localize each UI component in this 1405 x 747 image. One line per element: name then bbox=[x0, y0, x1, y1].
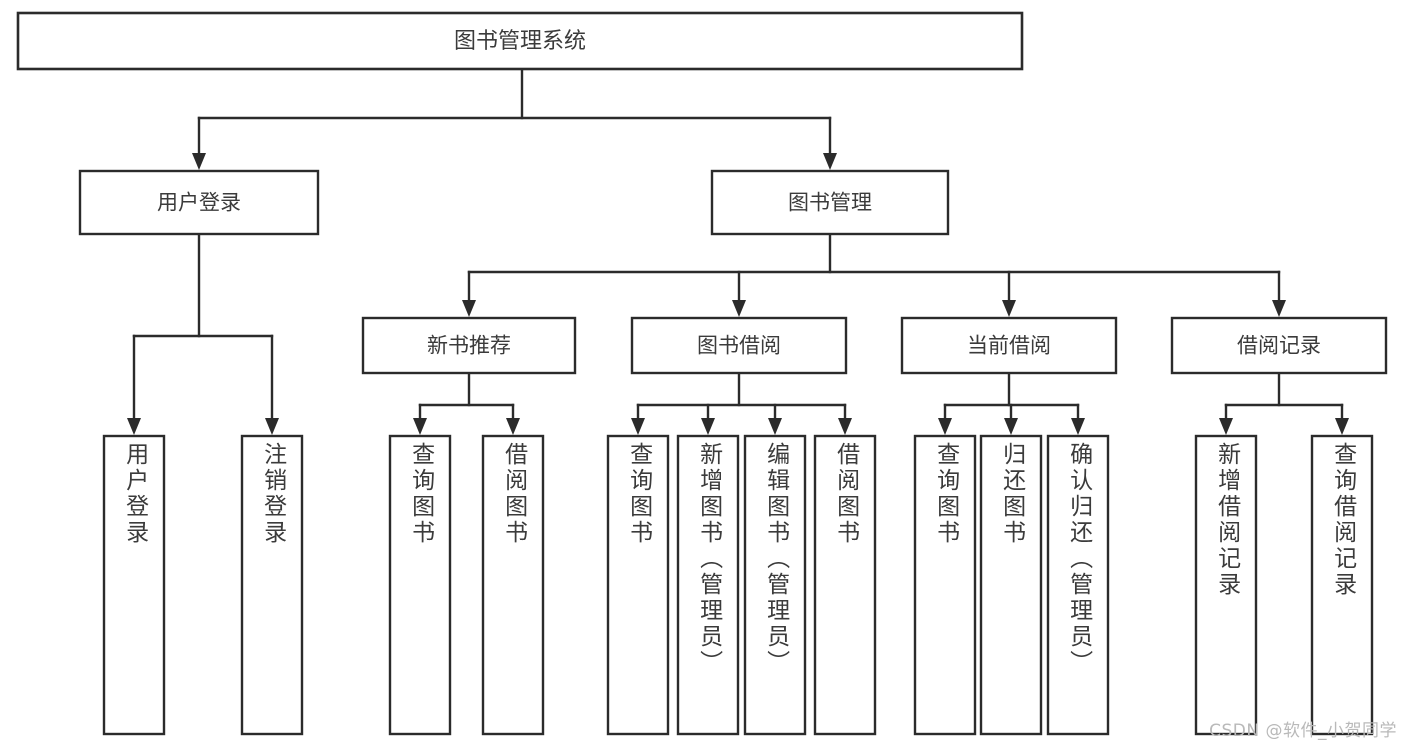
arrow-head-leaf-2-2 bbox=[768, 418, 782, 435]
arrow-head-level1-0 bbox=[192, 153, 206, 170]
level1-node-0[interactable] bbox=[78, 169, 320, 236]
level2-node-0[interactable] bbox=[361, 316, 577, 375]
leaf-node-0[interactable] bbox=[102, 434, 166, 736]
arrow-head-leaf-4-0 bbox=[1219, 418, 1233, 435]
root-node-book-system[interactable] bbox=[16, 11, 1024, 71]
leaf-node-3[interactable] bbox=[481, 434, 545, 736]
arrow-head-leaf-3-0 bbox=[938, 418, 952, 435]
level2-node-2[interactable] bbox=[900, 316, 1118, 375]
leaf-node-4[interactable] bbox=[606, 434, 670, 736]
level2-node-1-label: 图书借阅 bbox=[697, 334, 781, 358]
arrow-head-leaf-2-1 bbox=[701, 418, 715, 435]
arrow-head-leaf-0-0 bbox=[127, 418, 141, 435]
leaf-node-11[interactable] bbox=[1194, 434, 1258, 736]
leaf-node-9[interactable] bbox=[979, 434, 1043, 736]
level2-node-0-label: 新书推荐 bbox=[427, 334, 511, 358]
leaf-node-8[interactable] bbox=[913, 434, 977, 736]
level2-node-1[interactable] bbox=[630, 316, 848, 375]
arrow-head-leaf-4-1 bbox=[1335, 418, 1349, 435]
arrow-head-leaf-3-1 bbox=[1004, 418, 1018, 435]
arrow-head-leaf-2-0 bbox=[631, 418, 645, 435]
leaf-node-6[interactable] bbox=[743, 434, 807, 736]
level2-node-3[interactable] bbox=[1170, 316, 1388, 375]
arrow-head-level1-1 bbox=[823, 153, 837, 170]
connector-layer bbox=[127, 67, 1349, 435]
leaf-node-10[interactable] bbox=[1046, 434, 1110, 736]
arrow-head-leaf-2-3 bbox=[838, 418, 852, 435]
level2-node-3-label: 借阅记录 bbox=[1237, 334, 1321, 358]
level1-node-1[interactable] bbox=[710, 169, 950, 236]
arrow-head-leaf-1-1 bbox=[506, 418, 520, 435]
leaf-node-12[interactable] bbox=[1310, 434, 1374, 736]
arrow-head-level2-3 bbox=[1272, 300, 1286, 317]
level1-node-1-label: 图书管理 bbox=[788, 191, 872, 215]
leaf-node-2[interactable] bbox=[388, 434, 452, 736]
arrow-head-leaf-1-0 bbox=[413, 418, 427, 435]
root-node-book-system-label: 图书管理系统 bbox=[454, 29, 586, 54]
leaf-node-1[interactable] bbox=[240, 434, 304, 736]
level1-node-0-label: 用户登录 bbox=[157, 191, 241, 215]
box-layer bbox=[16, 11, 1388, 736]
arrow-head-leaf-0-1 bbox=[265, 418, 279, 435]
leaf-node-7[interactable] bbox=[813, 434, 877, 736]
arrow-head-level2-0 bbox=[462, 300, 476, 317]
arrow-head-level2-2 bbox=[1002, 300, 1016, 317]
level2-node-2-label: 当前借阅 bbox=[967, 334, 1051, 358]
watermark-text: CSDN @软件_小贺同学 bbox=[1209, 721, 1397, 741]
arrow-head-leaf-3-2 bbox=[1071, 418, 1085, 435]
arrow-head-level2-1 bbox=[732, 300, 746, 317]
leaf-node-5[interactable] bbox=[676, 434, 740, 736]
